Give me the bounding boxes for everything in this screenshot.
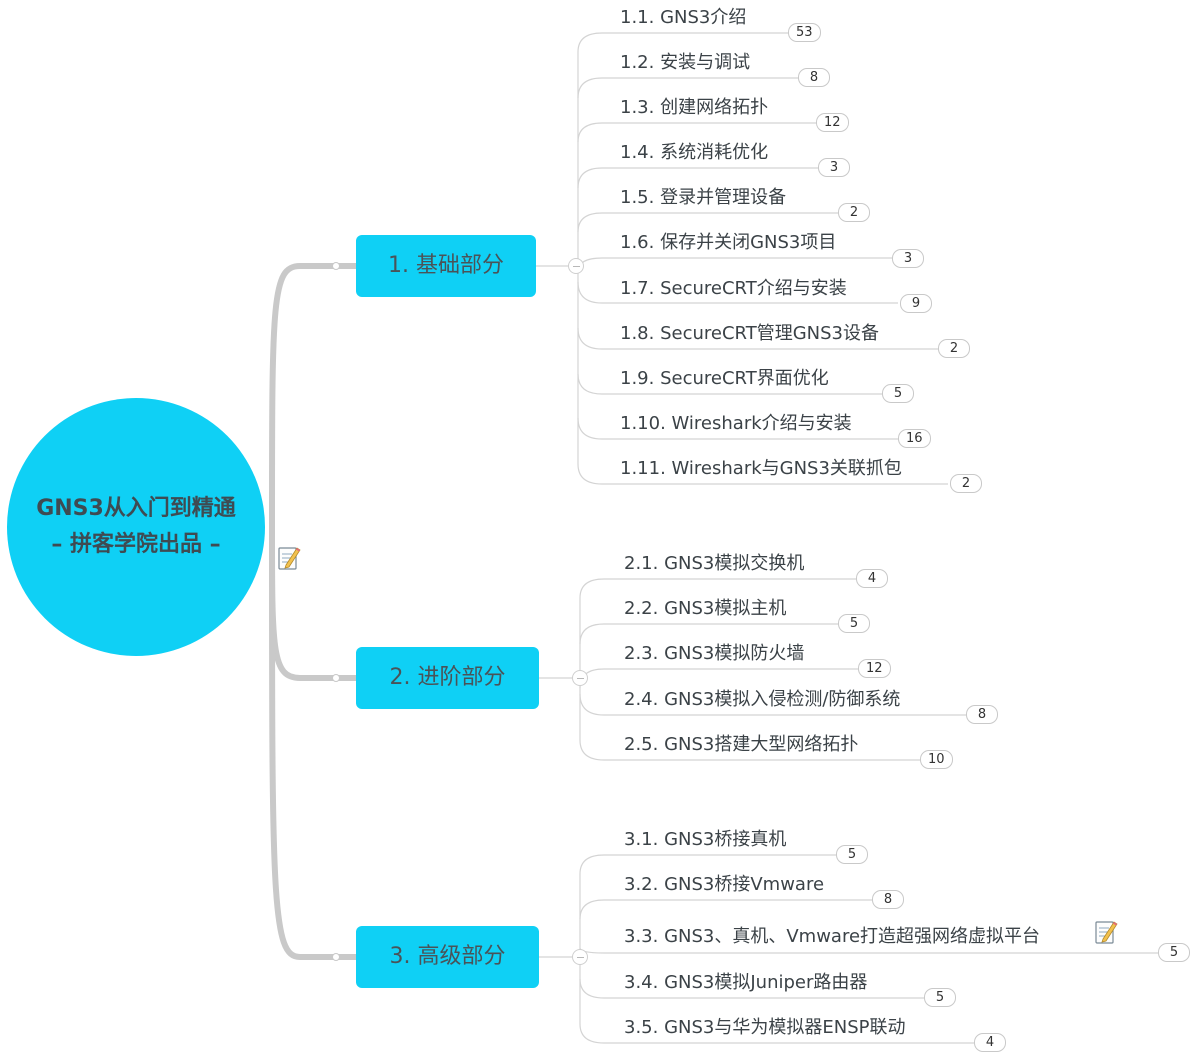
topic-count-badge: 5 xyxy=(838,614,870,633)
leaf-topic[interactable]: 3.3. GNS3、真机、Vmware打造超强网络虚拟平台 xyxy=(624,926,1041,947)
topic-count-badge: 5 xyxy=(882,384,914,403)
leaf-topic[interactable]: 3.1. GNS3桥接真机 xyxy=(624,829,787,850)
leaf-topic[interactable]: 1.6. 保存并关闭GNS3项目 xyxy=(620,232,837,253)
leaf-topic[interactable]: 1.3. 创建网络拓扑 xyxy=(620,97,769,118)
leaf-topic[interactable]: 1.1. GNS3介绍 xyxy=(620,7,747,28)
collapse-branch-expert-button[interactable] xyxy=(572,949,588,965)
memo-icon[interactable] xyxy=(1094,919,1118,945)
leaf-topic[interactable]: 1.11. Wireshark与GNS3关联抓包 xyxy=(620,458,902,479)
topic-count-badge: 2 xyxy=(838,203,870,222)
topic-count-badge: 8 xyxy=(872,890,904,909)
leaf-topic[interactable]: 1.5. 登录并管理设备 xyxy=(620,187,787,208)
topic-count-badge: 10 xyxy=(920,750,953,769)
leaf-topic[interactable]: 1.10. Wireshark介绍与安装 xyxy=(620,413,852,434)
leaf-topic[interactable]: 1.7. SecureCRT介绍与安装 xyxy=(620,278,847,299)
branch-expert[interactable]: 3. 高级部分 xyxy=(356,926,539,988)
topic-count-badge: 8 xyxy=(798,68,830,87)
topic-count-badge: 3 xyxy=(818,158,850,177)
topic-count-badge: 5 xyxy=(1158,943,1190,962)
topic-count-badge: 9 xyxy=(900,294,932,313)
central-topic[interactable]: GNS3从入门到精通 – 拼客学院出品 – xyxy=(7,398,265,656)
topic-count-badge: 3 xyxy=(892,249,924,268)
leaf-topic[interactable]: 2.5. GNS3搭建大型网络拓扑 xyxy=(624,734,859,755)
leaf-topic[interactable]: 3.2. GNS3桥接Vmware xyxy=(624,874,825,895)
leaf-topic[interactable]: 3.4. GNS3模拟Juniper路由器 xyxy=(624,972,868,993)
branch-basics[interactable]: 1. 基础部分 xyxy=(356,235,536,297)
topic-count-badge: 12 xyxy=(816,113,849,132)
central-topic-title: GNS3从入门到精通 xyxy=(36,496,236,521)
leaf-topic[interactable]: 1.9. SecureCRT界面优化 xyxy=(620,368,829,389)
topic-count-badge: 8 xyxy=(966,705,998,724)
topic-count-badge: 5 xyxy=(836,845,868,864)
topic-count-badge: 16 xyxy=(898,429,931,448)
leaf-topic[interactable]: 2.4. GNS3模拟入侵检测/防御系统 xyxy=(624,689,901,710)
leaf-topic[interactable]: 2.3. GNS3模拟防火墙 xyxy=(624,643,805,664)
leaf-topic[interactable]: 2.1. GNS3模拟交换机 xyxy=(624,553,805,574)
branch-advanced[interactable]: 2. 进阶部分 xyxy=(356,647,539,709)
topic-count-badge: 5 xyxy=(924,988,956,1007)
leaf-topic[interactable]: 1.2. 安装与调试 xyxy=(620,52,751,73)
topic-count-badge: 53 xyxy=(788,23,821,42)
leaf-topic[interactable]: 2.2. GNS3模拟主机 xyxy=(624,598,787,619)
topic-count-badge: 4 xyxy=(856,569,888,588)
topic-count-badge: 2 xyxy=(950,474,982,493)
leaf-topic[interactable]: 1.4. 系统消耗优化 xyxy=(620,142,769,163)
leaf-topic[interactable]: 3.5. GNS3与华为模拟器ENSP联动 xyxy=(624,1017,906,1038)
leaf-topic[interactable]: 1.8. SecureCRT管理GNS3设备 xyxy=(620,323,880,344)
topic-count-badge: 4 xyxy=(974,1033,1006,1052)
topic-count-badge: 2 xyxy=(938,339,970,358)
collapse-branch-basics-button[interactable] xyxy=(568,258,584,274)
topic-count-badge: 12 xyxy=(858,659,891,678)
collapse-branch-advanced-button[interactable] xyxy=(572,670,588,686)
memo-icon[interactable] xyxy=(277,545,301,571)
central-topic-subtitle: – 拼客学院出品 – xyxy=(51,532,221,557)
